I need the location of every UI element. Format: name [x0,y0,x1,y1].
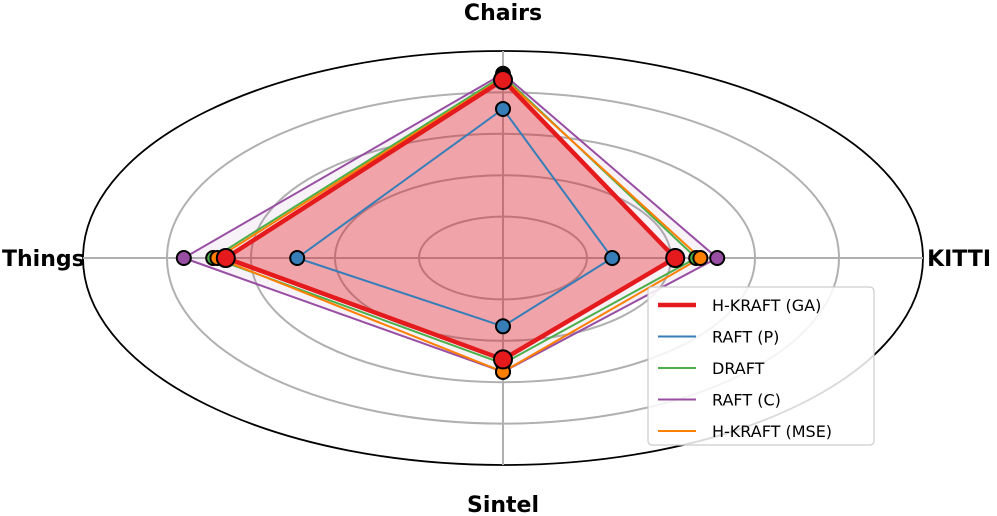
marker-h-kraft-mse-kitti [692,250,709,266]
legend: H-KRAFT (GA) RAFT (P) DRAFT RAFT (C) H-KRAFT… [647,286,875,446]
marker-h-kraft-ga-chairs [493,69,513,90]
marker-raft-c-things [175,250,192,266]
marker-raft-p-things [289,250,306,266]
marker-h-kraft-ga-kitti [665,248,686,268]
marker-h-kraft-ga-things [215,248,236,268]
legend-label-h-kraft-mse: H-KRAFT (MSE) [712,422,832,441]
marker-h-kraft-ga-sintel [493,349,513,370]
legend-label-raft-p: RAFT (P) [712,328,779,347]
marker-raft-p-chairs [495,100,511,117]
series-fills [183,73,718,372]
marker-raft-p-sintel [495,318,511,335]
axis-title-kitti: KITTI [927,247,991,272]
axis-title-chairs: Chairs [464,1,542,26]
legend-label-draft: DRAFT [712,359,765,378]
legend-label-h-kraft-ga: H-KRAFT (GA) [712,296,821,315]
legend-box [647,286,875,446]
series-markers [175,65,726,380]
marker-raft-p-kitti [604,250,621,266]
fill-h-kraft-ga-shade [225,79,676,360]
axis-title-sintel: Sintel [467,493,539,516]
legend-label-raft-c: RAFT (C) [712,391,781,410]
axis-title-things: Things [2,247,85,272]
marker-raft-c-kitti [709,250,726,266]
